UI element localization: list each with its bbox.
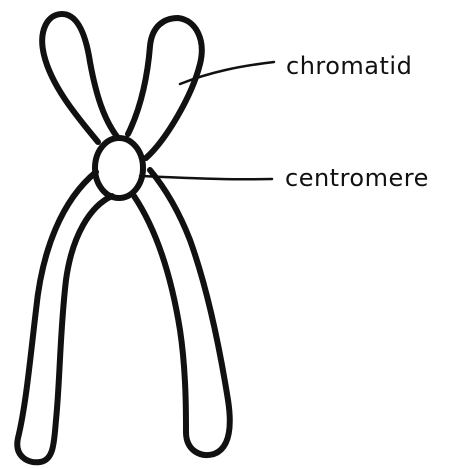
upper-right-chromatid-arm	[128, 18, 202, 158]
centromere-label: centromere	[285, 166, 429, 190]
chromatid-label: chromatid	[286, 54, 412, 78]
lower-right-chromatid-arm	[134, 170, 230, 455]
lower-left-chromatid-arm	[17, 172, 112, 462]
centromere-knob	[95, 138, 143, 198]
upper-left-chromatid-arm	[42, 14, 118, 142]
